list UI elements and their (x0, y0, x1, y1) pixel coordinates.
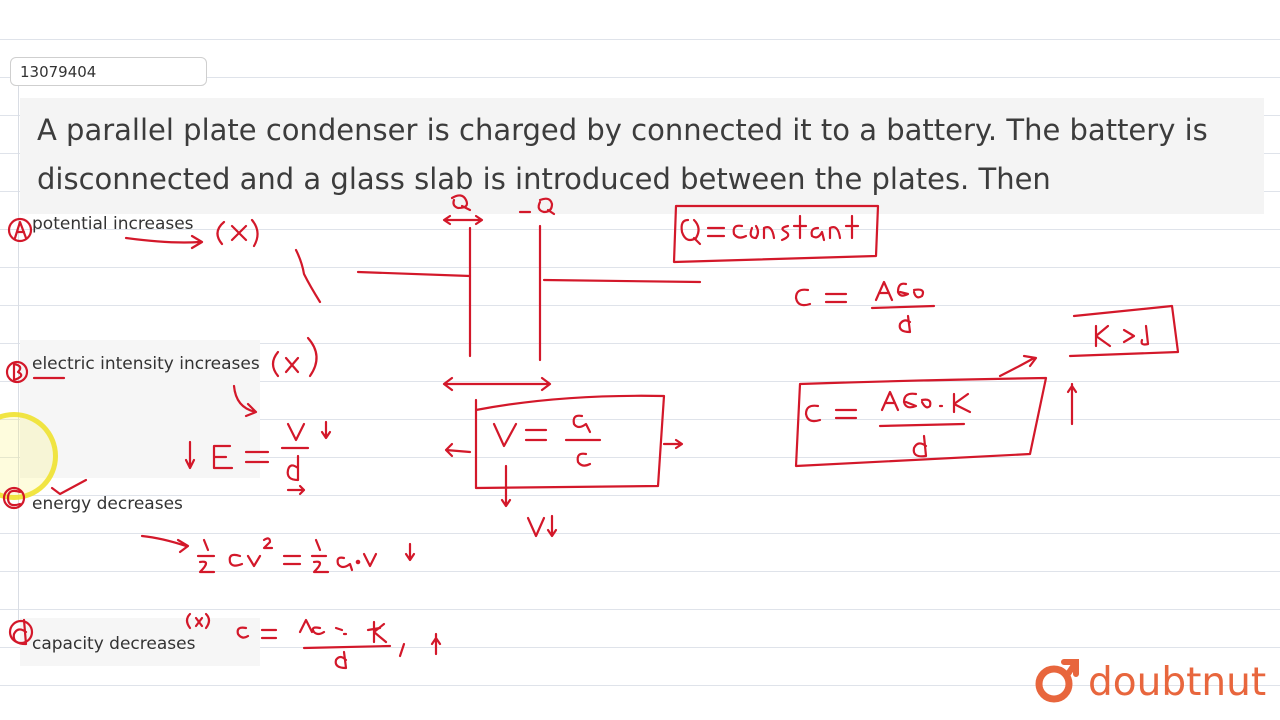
marker-b-circle (5, 360, 29, 384)
doubtnut-logo-icon (1035, 659, 1079, 703)
formula-E-equals-V-over-d (184, 420, 332, 496)
option-c-label: energy decreases (32, 494, 183, 514)
question-id-tag: 13079404 (10, 57, 207, 86)
question-line-1: A parallel plate condenser is charged by… (37, 113, 1208, 147)
formula-C-equals-A-e0-over-d (794, 280, 936, 334)
doubtnut-logo-text: doubtnut (1088, 660, 1267, 705)
formula-capacity-d (185, 612, 442, 670)
option-a[interactable]: potential increases (20, 214, 260, 354)
margin-line (18, 60, 19, 620)
q-constant-box (672, 204, 880, 264)
tick-mark (50, 478, 88, 496)
marker-a-circle (7, 217, 33, 243)
formula-C-equals-A-e0-K-over-d (794, 376, 1078, 468)
option-c[interactable]: energy decreases (20, 478, 260, 618)
question-line-2: disconnected and a glass slab is introdu… (37, 162, 1051, 196)
option-b[interactable]: electric intensity increases (20, 340, 260, 478)
question-box: A parallel plate condenser is charged by… (20, 98, 1264, 214)
capacitor-diagram (294, 194, 702, 392)
option-b-label: electric intensity increases (32, 354, 260, 374)
option-a-label: potential increases (32, 214, 194, 234)
doubtnut-logo: doubtnut (1034, 656, 1267, 708)
option-d[interactable]: capacity decreases (20, 618, 260, 666)
formula-energy (140, 534, 416, 574)
option-markers (2, 217, 88, 646)
k-greater-than-one-box (998, 304, 1180, 378)
marker-c-circle (2, 486, 26, 510)
option-d-label: capacity decreases (32, 634, 196, 654)
formula-V-equals-Q-over-C (444, 394, 684, 538)
question-id: 13079404 (20, 63, 97, 81)
